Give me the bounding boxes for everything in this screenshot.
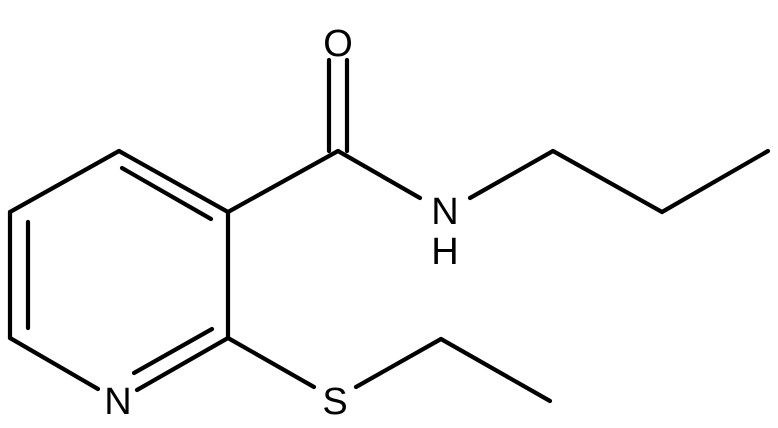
ring-nitrogen-label: N [104,381,131,423]
ring-bond-c5-c4 [116,148,231,215]
bond-carbonyl-nitrogen [335,148,423,201]
bond-nitrogen-ch2 [467,148,556,201]
bond-ring-sulfur [225,335,317,390]
amide-hydrogen-label: H [431,231,458,273]
sulfur-atom-label: S [322,381,347,423]
ring-bond-c4-c5-inner [119,165,214,222]
ring-bond-n-c1 [7,335,101,392]
bond-ch2-ch3-ethyl [438,336,553,404]
bond-ch2-ch2 [550,148,665,215]
ethylsulfanyl-group [225,335,553,404]
ring-bond-c6-c5 [7,148,122,215]
propyl-chain [467,148,771,215]
bond-sulfur-ch2 [353,336,444,390]
bond-ring-carbonyl [225,148,341,215]
pyridine-ring [7,148,231,393]
ring-bond-c3-c2 [134,335,231,393]
carboxamide-group [225,57,423,215]
ring-bond-c2-n-inner [131,326,215,376]
oxygen-atom-label: O [323,23,353,65]
amide-nitrogen-label: N [431,191,458,233]
bond-ch2-ch3 [659,148,771,215]
